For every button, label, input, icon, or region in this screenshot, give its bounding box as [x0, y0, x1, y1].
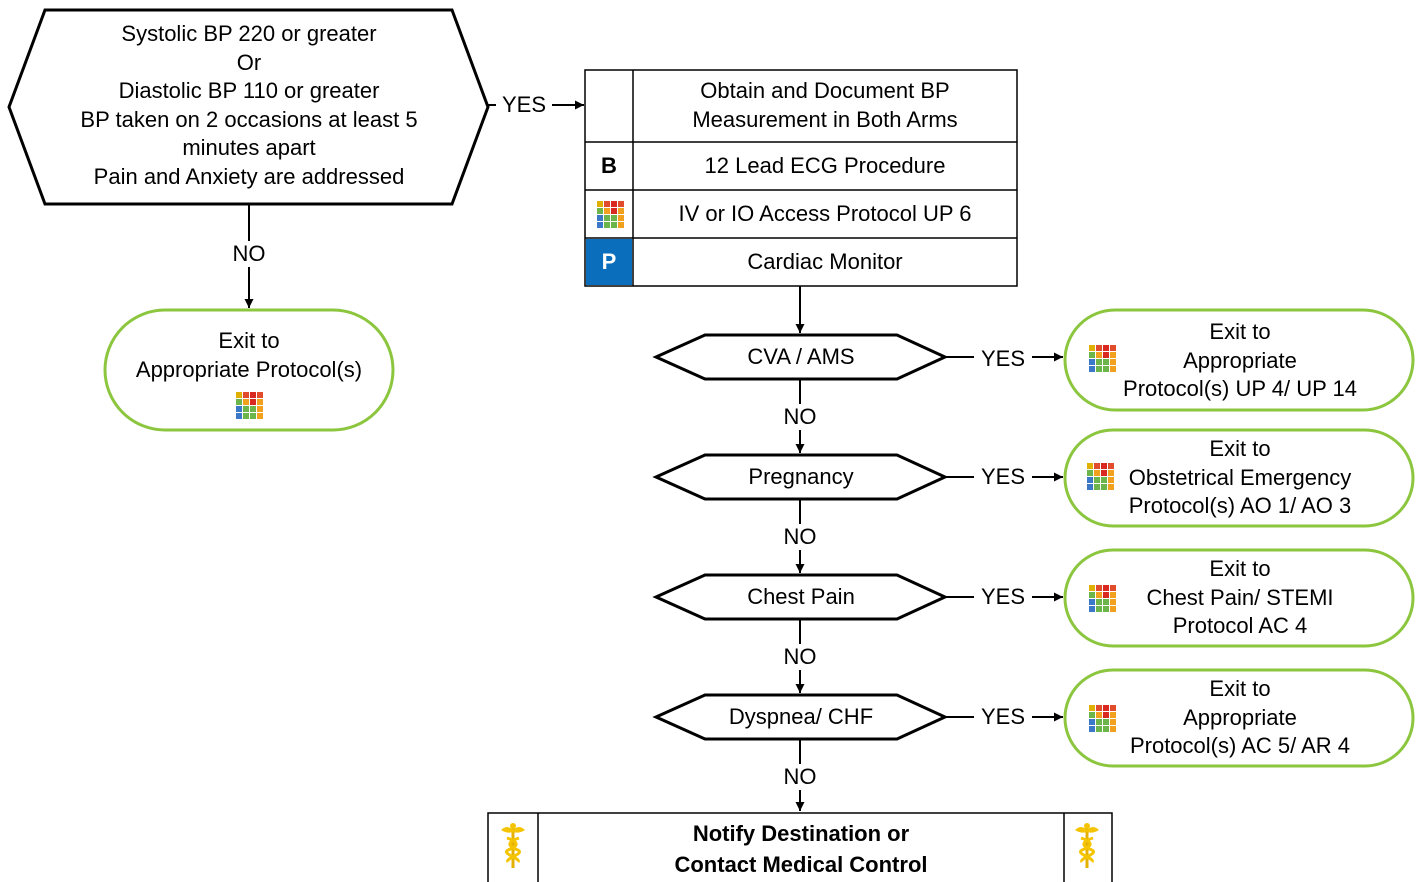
procedure-bp-text: Obtain and Document BP Measurement in Bo… — [635, 77, 1015, 134]
decision-pregnancy-label: Pregnancy — [748, 464, 854, 489]
exit-left-text: Exit to Appropriate Protocol(s) — [110, 327, 388, 384]
exit-cva-shape — [1063, 308, 1415, 412]
no-label-2: NO — [776, 524, 824, 550]
decision-chestpain-label: Chest Pain — [747, 584, 855, 609]
yes-label-2: YES — [974, 464, 1032, 490]
procedure-ivio-text: IV or IO Access Protocol UP 6 — [678, 201, 972, 226]
exit-pregnancy-line-2: Obstetrical Emergency — [1128, 464, 1352, 490]
procedure-monitor-text: Cardiac Monitor — [747, 249, 903, 274]
exit-left-shape — [103, 308, 395, 432]
exit-left-line-1: Exit to — [218, 328, 280, 353]
start-decision-shape — [7, 8, 490, 206]
caduceus-icon — [501, 823, 525, 868]
exit-pregnancy-line-3: Protocol(s) AO 1/ AO 3 — [1128, 493, 1352, 518]
start-line-6: Pain and Anxiety are addressed — [93, 163, 405, 189]
badge-b: B — [601, 153, 617, 178]
procedure-table — [584, 69, 1018, 287]
start-line-1: Systolic BP 220 or greater — [121, 21, 377, 46]
decision-cva-label: CVA / AMS — [747, 344, 855, 369]
protocol-grid-icon — [1087, 463, 1114, 490]
procedure-bp-line-1: Obtain and Document BP — [700, 78, 950, 103]
procedure-bp-line-2: Measurement in Both Arms — [692, 106, 958, 132]
no-label-4: NO — [776, 764, 824, 790]
procedure-ecg-text: 12 Lead ECG Procedure — [704, 153, 946, 178]
exit-dyspnea-text: Exit to Appropriate Protocol(s) AC 5/ AR… — [1090, 675, 1390, 761]
exit-pregnancy-shape — [1063, 428, 1415, 528]
exit-dyspnea-line-2: Appropriate — [1183, 704, 1297, 730]
no-label-3: NO — [776, 644, 824, 670]
start-decision-text: Systolic BP 220 or greater Or Diastolic … — [49, 20, 449, 191]
yes-label-4: YES — [974, 704, 1032, 730]
exit-chestpain-text: Exit to Chest Pain/ STEMI Protocol AC 4 — [1090, 555, 1390, 641]
final-box — [487, 812, 1113, 882]
start-line-2: Or — [236, 49, 262, 75]
start-line-5: minutes apart — [182, 135, 316, 160]
decision-chestpain-shape — [652, 573, 949, 621]
final-line-1: Notify Destination or — [692, 821, 910, 846]
exit-chestpain-line-1: Exit to — [1209, 556, 1271, 581]
caduceus-icon — [1075, 823, 1099, 868]
exit-cva-text: Exit to Appropriate Protocol(s) UP 4/ UP… — [1090, 318, 1390, 404]
no-label-1: NO — [776, 404, 824, 430]
decision-pregnancy-shape — [652, 453, 949, 501]
badge-p: P — [586, 239, 632, 285]
protocol-grid-icon — [1089, 345, 1116, 372]
exit-left-line-2: Appropriate Protocol(s) — [135, 356, 363, 382]
exit-pregnancy-text: Exit to Obstetrical Emergency Protocol(s… — [1090, 435, 1390, 521]
decision-cva-shape — [652, 333, 949, 381]
protocol-grid-icon — [236, 392, 263, 419]
exit-cva-line-1: Exit to — [1209, 319, 1271, 344]
exit-chestpain-line-3: Protocol AC 4 — [1172, 613, 1308, 638]
exit-chestpain-line-2: Chest Pain/ STEMI — [1146, 584, 1334, 610]
protocol-grid-icon — [597, 201, 624, 228]
exit-chestpain-shape — [1063, 548, 1415, 648]
decision-dyspnea-shape — [652, 693, 949, 741]
final-text: Notify Destination or Contact Medical Co… — [540, 818, 1062, 880]
start-line-3: Diastolic BP 110 or greater — [118, 78, 380, 103]
exit-dyspnea-shape — [1063, 668, 1415, 768]
yes-label-1: YES — [974, 346, 1032, 372]
yes-label-3: YES — [974, 584, 1032, 610]
final-line-2: Contact Medical Control — [674, 852, 928, 877]
start-line-4: BP taken on 2 occasions at least 5 — [80, 106, 418, 132]
exit-pregnancy-line-1: Exit to — [1209, 436, 1271, 461]
protocol-grid-icon — [1089, 585, 1116, 612]
no-label-start: NO — [225, 241, 273, 267]
exit-dyspnea-line-3: Protocol(s) AC 5/ AR 4 — [1129, 733, 1351, 758]
exit-cva-line-2: Appropriate — [1183, 347, 1297, 373]
protocol-grid-icon — [1089, 705, 1116, 732]
yes-label-start: YES — [496, 92, 552, 118]
decision-dyspnea-label: Dyspnea/ CHF — [728, 704, 874, 729]
exit-cva-line-3: Protocol(s) UP 4/ UP 14 — [1123, 376, 1357, 401]
exit-dyspnea-line-1: Exit to — [1209, 676, 1271, 701]
